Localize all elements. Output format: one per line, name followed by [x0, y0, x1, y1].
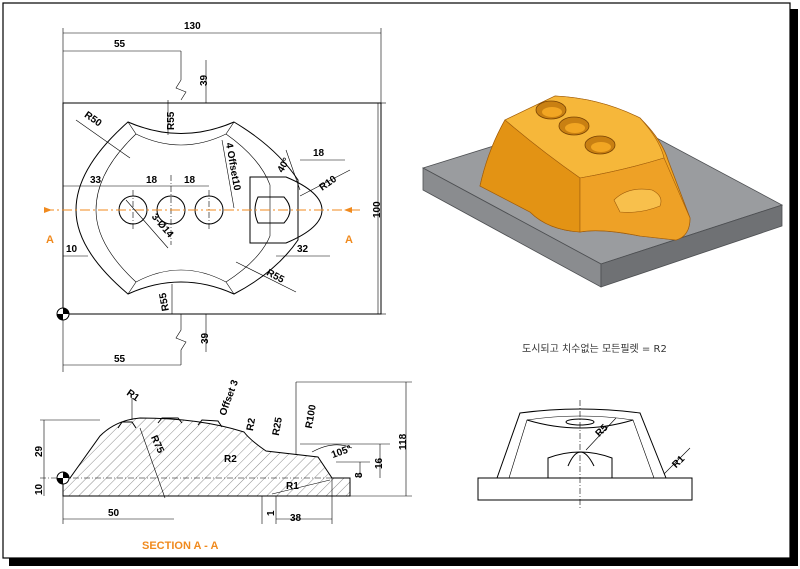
dim-33: 33 — [90, 175, 102, 186]
dim-h118: 118 — [398, 433, 409, 450]
iso-bump — [613, 188, 662, 213]
dim-h8: 8 — [354, 472, 365, 478]
break-line — [175, 79, 187, 101]
dim-top-depth: 39 — [199, 74, 210, 86]
dim-32: 32 — [297, 244, 309, 255]
leader — [271, 479, 331, 495]
dim-10: 10 — [66, 244, 78, 255]
leader — [125, 199, 169, 249]
dim-r2-a: R2 — [245, 417, 258, 432]
dim-r2-b: R2 — [224, 454, 237, 465]
cut-arrow-left — [44, 207, 52, 213]
section-origin-fill — [57, 472, 69, 484]
dim-r55-bottom: R55 — [158, 291, 172, 311]
side-base — [477, 477, 693, 501]
angle-arc — [311, 444, 353, 453]
fillet-note: 도시되고 치수없는 모든필렛 = R2 — [522, 342, 667, 355]
body-inner-outline — [95, 133, 271, 283]
dim-bottom-depth: 39 — [200, 332, 211, 344]
dim-left-bottom: 55 — [114, 354, 126, 365]
slot-inner — [254, 196, 291, 224]
section-view: 29 10 R1 R75 Offset 3 R2 R25 R100 105° R… — [34, 378, 412, 552]
dim-18-b: 18 — [184, 175, 196, 186]
dim-left-top: 55 — [114, 39, 126, 50]
part-front-face — [479, 119, 581, 233]
isometric-view — [421, 95, 784, 288]
dim-h10: 10 — [34, 483, 45, 495]
corner-edge — [127, 121, 137, 135]
leader — [285, 149, 301, 191]
cut-label-left: A — [46, 234, 54, 246]
section-profile — [62, 417, 351, 497]
break-line-bottom — [175, 314, 187, 365]
dim-r1-mid: R1 — [286, 481, 299, 492]
iso-hole-3-floor — [591, 142, 611, 152]
origin-fill — [57, 308, 69, 320]
iso-hole-1-floor — [542, 107, 562, 117]
dim-r25: R25 — [271, 416, 285, 436]
cut-label-right: A — [345, 234, 353, 246]
base-side — [600, 204, 783, 288]
leader — [221, 139, 235, 209]
dim-h16: 16 — [374, 457, 385, 469]
dim-w50: 50 — [108, 508, 120, 519]
section-title: SECTION A - A — [142, 540, 218, 552]
top-view: A A 130 55 39 R55 R50 4 Offset10 40° 18 … — [44, 21, 386, 372]
dim-18-a: 18 — [146, 175, 158, 186]
dim-height100: 100 — [372, 201, 383, 218]
section-hole-2 — [157, 417, 183, 424]
leader — [585, 417, 617, 451]
leader — [75, 119, 131, 159]
corner-edge — [225, 281, 235, 295]
leader — [139, 427, 166, 499]
leader — [299, 169, 351, 197]
dim-h29: 29 — [34, 445, 45, 457]
section-hole-3 — [197, 419, 223, 428]
corner-edge — [225, 121, 235, 135]
side-view: R5 R1 — [477, 400, 693, 508]
dim-w38: 38 — [290, 513, 302, 524]
leader — [663, 447, 691, 475]
dim-18-right: 18 — [313, 148, 325, 159]
plate-outline — [62, 102, 382, 315]
cut-arrow-right — [344, 207, 352, 213]
dim-w1: 1 — [266, 510, 277, 516]
section-hole-1 — [117, 421, 137, 429]
dim-r55-top: R55 — [166, 111, 177, 130]
side-body-outline — [496, 408, 667, 479]
side-bump — [567, 451, 595, 467]
dim-overall-width: 130 — [184, 21, 201, 32]
dim-r100: R100 — [304, 403, 319, 429]
leader — [235, 261, 297, 293]
iso-hole-2-floor — [565, 123, 585, 133]
corner-edge — [127, 281, 137, 295]
